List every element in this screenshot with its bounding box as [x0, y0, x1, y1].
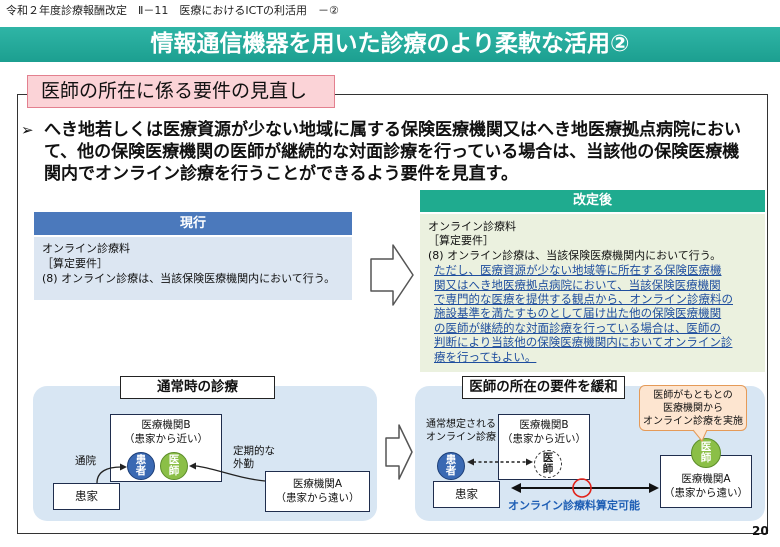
- clinic-a-note: （患家から遠い）: [664, 487, 748, 499]
- remote-doctor-marker: 医師: [691, 438, 721, 468]
- addition-line: の医師が継続的な対面診療を行っている場合は、医師の: [434, 320, 721, 335]
- clinic-b-box: 医療機関B （患家から近い）: [498, 414, 590, 480]
- outreach-arrow-line: [195, 465, 266, 482]
- addition-line: 関又はへき地医療拠点病院において、当該保険医療機関: [434, 277, 721, 292]
- addition-line: ただし、医療資源が少ない地域等に所在する保険医療機: [434, 263, 722, 278]
- patient-marker: 患者: [437, 452, 465, 480]
- addition-line: で専門的な医療を提供する観点から、オンライン診療料の: [434, 292, 733, 307]
- remote-online-arrow-head-right: [649, 483, 659, 493]
- doctor-marker: 医師: [160, 452, 188, 480]
- page-title: 情報通信機器を用いた診療のより柔軟な活用②: [150, 31, 630, 57]
- current-rules-box: オンライン診療料 ［算定要件］ (8) オンライン診療は、当該保険医療機関内にお…: [34, 237, 352, 300]
- right-arrow-shape: [385, 424, 413, 480]
- visit-label: 通院: [75, 455, 96, 467]
- usual-online-label: 通常想定される オンライン診療: [421, 418, 501, 444]
- callout-tail: [693, 429, 707, 441]
- current-line: オンライン診療料: [42, 242, 130, 255]
- remote-online-arrow-head-left: [511, 483, 521, 493]
- patient-home-box: 患家: [433, 481, 500, 508]
- revised-line: (8) オンライン診療は、当該保険医療機関内において行う。: [428, 248, 722, 262]
- billing-label: オンライン診療料算定可能: [508, 499, 640, 512]
- callout-line: 医療機関から: [663, 403, 723, 414]
- outreach-arrow-head: [189, 462, 196, 470]
- page-number: 20: [752, 524, 769, 538]
- absent-doctor-marker: 医師: [534, 450, 562, 478]
- addition-line: 療を行ってもよい。: [434, 349, 537, 364]
- revised-heading: 改定後: [420, 190, 765, 212]
- callout-box: 医師がもともとの 医療機関から オンライン診療を実施: [639, 385, 747, 431]
- usual-care-label: 通常時の診療: [120, 376, 275, 399]
- addition-line: 施設基準を満たすものとして届け出た他の保険医療機関: [434, 306, 722, 321]
- callout-tail-outline: [692, 429, 708, 442]
- revised-line: オンライン診療料: [428, 220, 516, 233]
- callout-line: オンライン診療を実施: [643, 416, 743, 427]
- right-arrow-icon: [385, 424, 413, 480]
- clinic-a-name: 医療機関A: [292, 478, 343, 490]
- current-line: (8) オンライン診療は、当該保険医療機関内において行う。: [42, 272, 336, 285]
- usual-online-line: オンライン診療: [426, 432, 496, 443]
- summary-line: 関内でオンライン診療を行うことができるよう要件を見直す。: [44, 164, 518, 184]
- outreach-label: 定期的な外勤: [233, 445, 275, 470]
- clinic-a-note: （患家から遠い）: [275, 492, 360, 504]
- doctor-label: 医師: [700, 441, 712, 464]
- patient-label: 患者: [445, 454, 457, 477]
- content-frame: [17, 94, 768, 534]
- revised-addition: ただし、医療資源が少ない地域等に所在する保険医療機 関又はへき地医療拠点病院にお…: [434, 263, 757, 364]
- summary-line: て、他の保険医療機関の医師が継続的な対面診療を行っている場合は、当該他の保険医療…: [44, 142, 740, 162]
- callout-line: 医師がもともとの: [653, 390, 733, 401]
- visit-arrow-line: [96, 466, 122, 484]
- relaxed-care-label: 医師の所在の要件を緩和: [462, 376, 625, 399]
- summary-text: へき地若しくは医療資源が少ない地域に属する保険医療機関又はへき地医療拠点病院にお…: [44, 119, 741, 185]
- revised-rules-box: オンライン診療料 ［算定要件］ (8) オンライン診療は、当該保険医療機関内にお…: [420, 214, 765, 372]
- current-heading: 現行: [34, 212, 352, 235]
- section-label: 医師の所在に係る要件の見直し: [27, 75, 335, 108]
- visit-arrow-head: [120, 463, 127, 471]
- clinic-a-name: 医療機関A: [681, 473, 731, 485]
- right-arrow-shape: [370, 244, 414, 306]
- usual-online-arrow-head-right: [526, 458, 533, 466]
- title-band: 情報通信機器を用いた診療のより柔軟な活用②: [0, 27, 780, 62]
- clinic-b-note: （患家から近い）: [502, 433, 586, 445]
- doctor-label: 医師: [168, 454, 180, 477]
- breadcrumb: 令和２年度診療報酬改定 Ⅱ－11 医療におけるICTの利活用 －②: [6, 4, 339, 17]
- right-arrow-icon: [370, 244, 414, 306]
- billing-highlight-circle: [572, 478, 592, 498]
- clinic-b-note: （患家から近い）: [124, 433, 208, 445]
- patient-marker: 患者: [127, 452, 155, 480]
- current-line: ［算定要件］: [42, 257, 108, 270]
- usual-online-arrow-head-left: [467, 458, 474, 466]
- revised-line: ［算定要件］: [428, 234, 494, 248]
- bullet-arrow-icon: ➢: [21, 121, 34, 139]
- doctor-label: 医師: [542, 452, 554, 475]
- clinic-a-box: 医療機関A （患家から遠い）: [265, 471, 370, 512]
- patient-label: 患者: [135, 454, 147, 477]
- patient-home-box: 患家: [53, 483, 120, 510]
- clinic-b-name: 医療機関B: [519, 419, 569, 431]
- clinic-b-name: 医療機関B: [141, 419, 191, 431]
- addition-line: 判断により当該他の保険医療機関内においてオンライン診: [434, 335, 733, 350]
- summary-line: へき地若しくは医療資源が少ない地域に属する保険医療機関又はへき地医療拠点病院にお…: [44, 120, 741, 140]
- usual-online-line: 通常想定される: [426, 419, 496, 430]
